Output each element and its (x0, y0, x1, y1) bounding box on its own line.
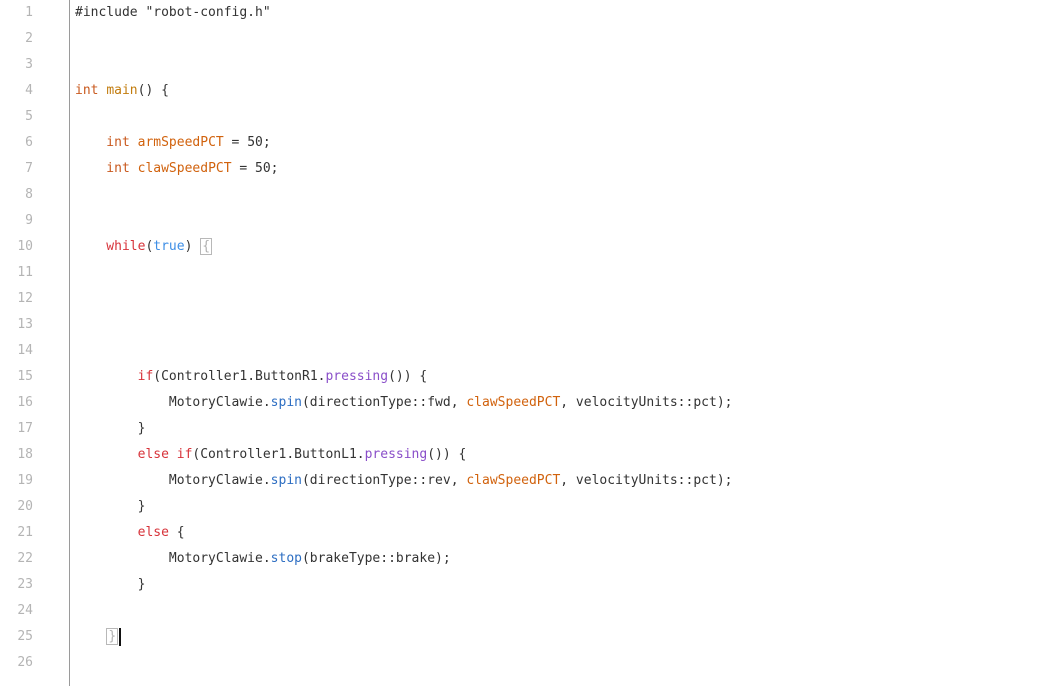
code-token: = 50; (223, 135, 271, 150)
line-number: 16 (17, 395, 33, 410)
code-line[interactable]: } (75, 416, 146, 442)
code-token: ()) { (427, 447, 467, 462)
code-token: ( (145, 239, 154, 254)
code-token: , velocityUnits::pct); (560, 473, 733, 488)
code-token: (Controller1.ButtonR1. (153, 369, 326, 384)
code-token: } (75, 499, 146, 514)
code-token: () { (137, 83, 169, 98)
line-number: 23 (17, 577, 33, 592)
code-token: ()) { (388, 369, 428, 384)
line-number: 4 (25, 83, 33, 98)
code-token: MotoryClawie. (75, 551, 271, 566)
code-token: int (75, 83, 107, 98)
code-token: int (75, 161, 138, 176)
code-line[interactable]: #include "robot-config.h" (75, 0, 271, 26)
line-number: 7 (25, 161, 33, 176)
code-token: #include "robot-config.h" (75, 5, 271, 20)
code-token: main (106, 83, 138, 98)
code-token: } (75, 421, 146, 436)
line-number: 10 (17, 239, 33, 254)
line-number: 21 (17, 525, 33, 540)
line-number: 8 (25, 187, 33, 202)
line-number: 14 (17, 343, 33, 358)
line-number: 13 (17, 317, 33, 332)
code-line[interactable]: int armSpeedPCT = 50; (75, 130, 271, 156)
line-number: 19 (17, 473, 33, 488)
code-token: clawSpeedPCT (466, 473, 561, 488)
code-token: spin (270, 473, 302, 488)
line-number: 17 (17, 421, 33, 436)
line-number: 11 (17, 265, 33, 280)
line-number: 20 (17, 499, 33, 514)
code-token: MotoryClawie. (75, 395, 271, 410)
code-token: { (168, 525, 185, 540)
code-token: pressing (325, 369, 389, 384)
line-number: 9 (25, 213, 33, 228)
code-token: (Controller1.ButtonL1. (192, 447, 365, 462)
line-number: 25 (17, 629, 33, 644)
line-number: 24 (17, 603, 33, 618)
line-number: 12 (17, 291, 33, 306)
text-cursor (119, 627, 122, 646)
code-token: stop (270, 551, 302, 566)
code-token: (directionType::rev, (301, 473, 467, 488)
code-token: true (153, 239, 185, 254)
code-line[interactable]: } (75, 572, 146, 598)
line-number: 15 (17, 369, 33, 384)
code-token: else (75, 525, 169, 540)
code-token: MotoryClawie. (75, 473, 271, 488)
code-token: ) (184, 239, 201, 254)
code-token: else if (75, 447, 193, 462)
code-line[interactable]: int main() { (75, 78, 169, 104)
code-token: = 50; (231, 161, 279, 176)
code-line[interactable]: MotoryClawie.stop(brakeType::brake); (75, 546, 451, 572)
code-token: clawSpeedPCT (137, 161, 232, 176)
code-token: int (75, 135, 138, 150)
code-line[interactable]: int clawSpeedPCT = 50; (75, 156, 279, 182)
code-line[interactable]: if(Controller1.ButtonR1.pressing()) { (75, 364, 428, 390)
code-token: if (75, 369, 154, 384)
code-token: (brakeType::brake); (301, 551, 451, 566)
code-line[interactable]: MotoryClawie.spin(directionType::fwd, cl… (75, 390, 733, 416)
code-token: , velocityUnits::pct); (560, 395, 733, 410)
code-line[interactable]: } (75, 494, 146, 520)
code-token: spin (270, 395, 302, 410)
code-token: (directionType::fwd, (301, 395, 467, 410)
code-token: while (75, 239, 146, 254)
code-token: armSpeedPCT (137, 135, 224, 150)
code-line[interactable]: MotoryClawie.spin(directionType::rev, cl… (75, 468, 733, 494)
code-token: } (75, 577, 146, 592)
line-number: 22 (17, 551, 33, 566)
code-token: clawSpeedPCT (466, 395, 561, 410)
line-number: 6 (25, 135, 33, 150)
code-line[interactable]: while(true) { (75, 234, 213, 260)
matched-brace: } (106, 628, 119, 645)
line-number: 3 (25, 57, 33, 72)
code-token: pressing (364, 447, 428, 462)
code-line[interactable]: else { (75, 520, 185, 546)
code-line[interactable]: else if(Controller1.ButtonL1.pressing())… (75, 442, 467, 468)
code-area[interactable]: #include "robot-config.h"int main() { in… (70, 0, 1038, 686)
code-token (75, 629, 106, 644)
line-number: 1 (25, 5, 33, 20)
line-number: 18 (17, 447, 33, 462)
line-number: 5 (25, 109, 33, 124)
line-number: 2 (25, 31, 33, 46)
matched-brace: { (200, 238, 213, 255)
code-line[interactable]: } (75, 624, 122, 650)
line-number: 26 (17, 655, 33, 670)
